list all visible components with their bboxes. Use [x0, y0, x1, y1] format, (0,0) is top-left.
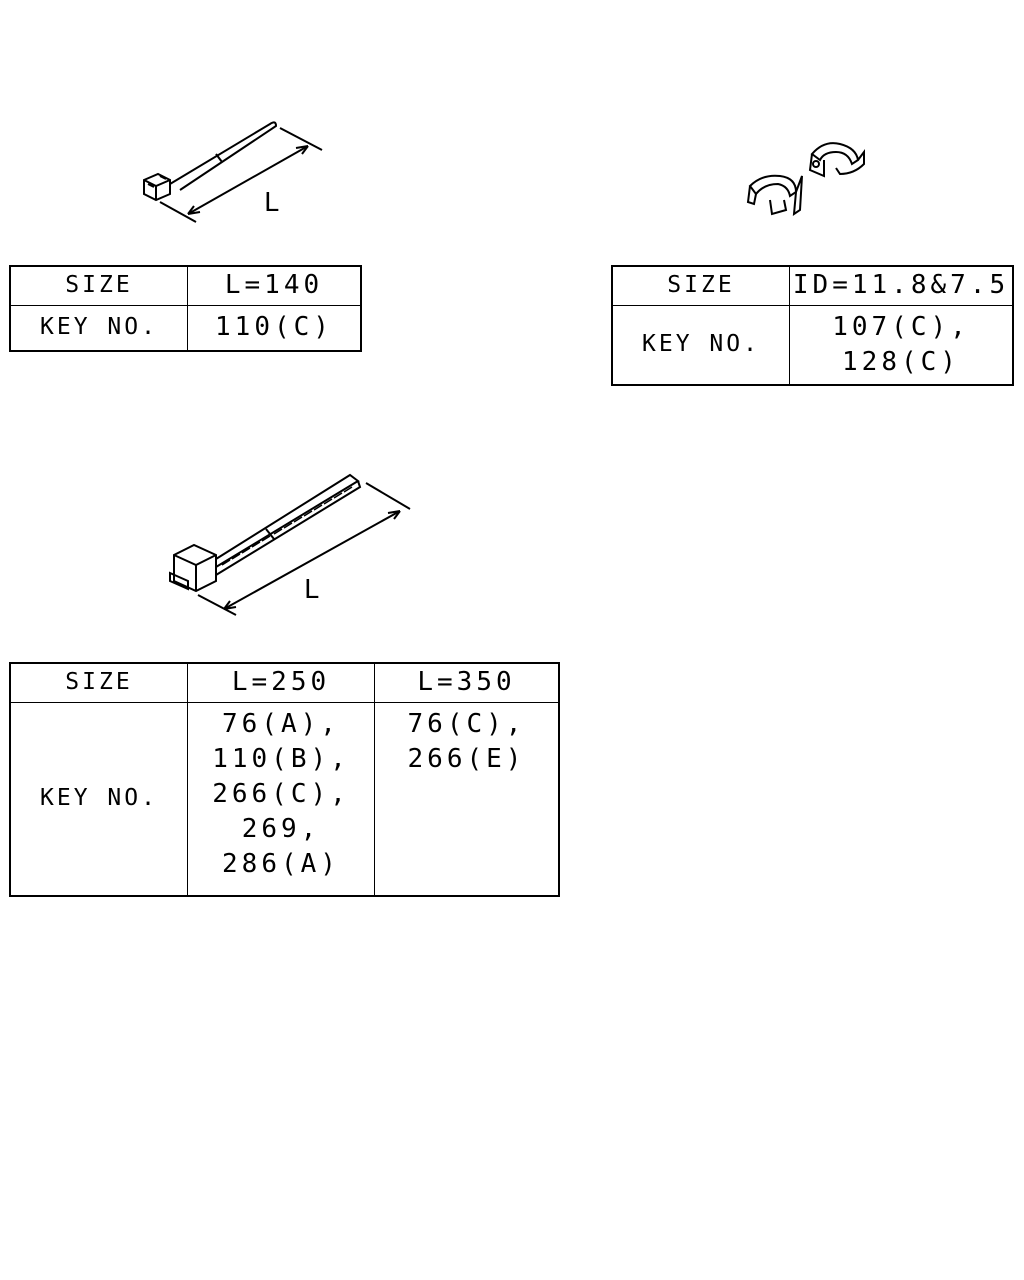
key-no-value: 107(C),: [832, 311, 970, 342]
key-no-label: KEY NO.: [9, 702, 188, 897]
dimension-label-large-tie: L: [304, 575, 319, 605]
cable-tie-small-drawing: [143, 121, 323, 223]
size-header: SIZE: [9, 662, 188, 703]
key-no-cell: 107(C), 128(C): [789, 305, 1014, 386]
key-no-label: KEY NO.: [611, 305, 790, 386]
size-header: SIZE: [9, 265, 188, 306]
key-no-cell: 76(A), 110(B), 266(C), 269, 286(A): [187, 702, 375, 897]
key-no-label: KEY NO.: [9, 305, 188, 352]
size-value: L=140: [187, 265, 362, 306]
size-value: L=250: [187, 662, 375, 703]
key-no-value: 76(C),: [407, 709, 526, 739]
key-no-cell: 110(C): [187, 305, 362, 352]
key-no-value: 266(C),: [212, 779, 350, 810]
hose-clamp-drawing: [746, 142, 865, 216]
size-value: ID=11.8&7.5: [789, 265, 1014, 306]
dimension-label-small-tie: L: [264, 188, 279, 218]
spec-table-small-tie: SIZE L=140 KEY NO. 110(C): [9, 265, 362, 352]
size-header: SIZE: [611, 265, 790, 306]
spec-table-clamp: SIZE ID=11.8&7.5 KEY NO. 107(C), 128(C): [611, 265, 1014, 386]
key-no-value: 266(E): [407, 744, 526, 775]
spec-table-large-tie: SIZE L=250 L=350 KEY NO. 76(A), 110(B), …: [9, 662, 560, 897]
key-no-value: 269,: [241, 814, 321, 845]
key-no-value: 286(A): [222, 849, 340, 880]
size-value: L=350: [374, 662, 560, 703]
cable-tie-large-drawing: [169, 473, 411, 616]
key-no-value: 76(A),: [222, 709, 340, 739]
key-no-value: 110(B),: [212, 744, 350, 775]
key-no-cell: 76(C), 266(E): [374, 702, 560, 897]
key-no-value: 128(C): [842, 347, 960, 377]
key-no-value: 110(C): [215, 312, 333, 343]
